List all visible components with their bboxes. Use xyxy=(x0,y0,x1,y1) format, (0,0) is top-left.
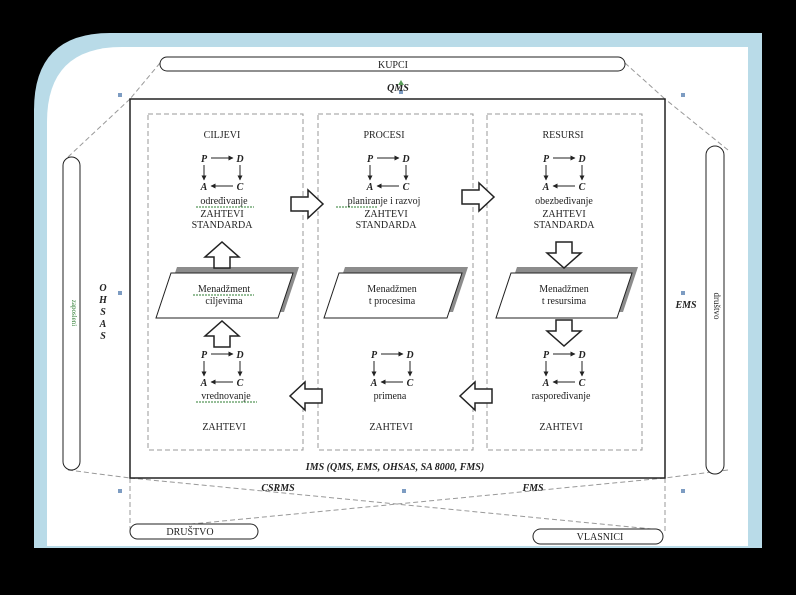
mgmt-ciljevi: Menadžment ciljevima xyxy=(155,267,299,319)
svg-text:C: C xyxy=(237,378,244,389)
step-obezbedjivanje: obezbeđivanje xyxy=(535,196,593,207)
block-arrow-up xyxy=(203,240,241,269)
req-line1-ciljevi: ZAHTEVI xyxy=(200,209,243,220)
right-pill-label: društvo xyxy=(712,293,722,321)
svg-text:P: P xyxy=(201,154,208,165)
svg-text:C: C xyxy=(403,182,410,193)
svg-text:P: P xyxy=(543,350,550,361)
pdca-cycle: P D A C xyxy=(200,350,244,389)
mgmt-resursi-line1: Menadžmen xyxy=(539,284,588,295)
step-primena: primena xyxy=(374,391,407,402)
column-box-resursi xyxy=(486,113,643,451)
step-odredjivanje: određivanje xyxy=(200,196,248,207)
mgmt-procesi-line2: t procesima xyxy=(369,296,416,307)
req-line2-resursi: STANDARDA xyxy=(534,220,596,231)
svg-text:A: A xyxy=(370,378,378,389)
kupci-pill xyxy=(159,56,626,72)
pdca-cycle: P D A C xyxy=(370,350,414,389)
svg-text:P: P xyxy=(367,154,374,165)
ems-label: EMS xyxy=(674,300,697,311)
bottom-req-resursi: ZAHTEVI xyxy=(539,422,582,433)
pdca-cycle: P D A C xyxy=(366,154,410,193)
step-rasporedjivanje: raspoređivanje xyxy=(532,391,591,402)
mgmt-resursi-line2: t resursima xyxy=(542,296,587,307)
req-line1-procesi: ZAHTEVI xyxy=(364,209,407,220)
req-line2-procesi: STANDARDA xyxy=(356,220,418,231)
column-box-procesi xyxy=(317,113,474,451)
ims-label: IMS (QMS, EMS, OHSAS, SA 8000, FMS) xyxy=(305,462,484,473)
svg-text:A: A xyxy=(200,378,208,389)
kupci-label: KUPCI xyxy=(378,60,408,71)
csrms-label: CSRMS xyxy=(261,483,295,494)
block-arrow-down xyxy=(545,319,583,348)
svg-text:S: S xyxy=(100,331,106,342)
svg-text:O: O xyxy=(99,283,106,294)
right-pill xyxy=(705,145,725,475)
pdca-cycle: P D A C xyxy=(542,350,586,389)
fms-label: FMS xyxy=(521,483,544,494)
svg-text:S: S xyxy=(100,307,106,318)
column-title-resursi: RESURSI xyxy=(542,130,583,141)
block-arrow-right xyxy=(290,188,325,220)
selection-handles xyxy=(118,90,685,493)
svg-text:P: P xyxy=(371,350,378,361)
bottom-req-procesi: ZAHTEVI xyxy=(369,422,412,433)
req-line1-resursi: ZAHTEVI xyxy=(542,209,585,220)
pdca-cycle: P D A C xyxy=(542,154,586,193)
vlasnici-pill xyxy=(532,528,664,545)
column-title-ciljevi: CILJEVI xyxy=(204,130,241,141)
ohsas-label: O H S A S xyxy=(98,283,108,342)
column-box-ciljevi xyxy=(147,113,304,451)
mgmt-ciljevi-line1: Menadžment xyxy=(198,284,250,295)
svg-text:D: D xyxy=(401,154,409,165)
svg-text:C: C xyxy=(579,182,586,193)
mgmt-ciljevi-line2: ciljevima xyxy=(205,296,243,307)
svg-text:C: C xyxy=(407,378,414,389)
svg-text:C: C xyxy=(237,182,244,193)
svg-text:H: H xyxy=(98,295,108,306)
bottom-req-ciljevi: ZAHTEVI xyxy=(202,422,245,433)
mgmt-resursi: Menadžmen t resursima xyxy=(495,267,638,319)
svg-text:D: D xyxy=(235,350,243,361)
step-planiranje: planiranje i razvoj xyxy=(348,196,421,207)
vlasnici-label: VLASNICI xyxy=(577,532,624,543)
mgmt-procesi: Menadžmen t procesima xyxy=(323,267,468,319)
svg-text:A: A xyxy=(99,319,107,330)
req-line2-ciljevi: STANDARDA xyxy=(192,220,254,231)
svg-text:A: A xyxy=(542,378,550,389)
svg-text:P: P xyxy=(201,350,208,361)
svg-text:A: A xyxy=(200,182,208,193)
svg-text:D: D xyxy=(405,350,413,361)
svg-text:D: D xyxy=(577,154,585,165)
qms-label: QMS xyxy=(387,83,409,94)
svg-text:A: A xyxy=(542,182,550,193)
svg-text:D: D xyxy=(235,154,243,165)
drustvo-label: DRUŠTVO xyxy=(166,526,213,538)
block-arrow-down xyxy=(545,241,583,270)
left-pill xyxy=(62,156,81,471)
svg-text:C: C xyxy=(579,378,586,389)
step-vrednovanje: vrednovanje xyxy=(201,391,251,402)
block-arrow-left xyxy=(288,380,323,412)
svg-text:D: D xyxy=(577,350,585,361)
pdca-cycle: P D A C xyxy=(200,154,244,193)
mgmt-procesi-line1: Menadžmen xyxy=(367,284,416,295)
svg-text:A: A xyxy=(366,182,374,193)
drustvo-pill xyxy=(129,523,259,540)
svg-text:P: P xyxy=(543,154,550,165)
qms-handle-arrow xyxy=(398,80,404,85)
column-title-procesi: PROCESI xyxy=(363,130,404,141)
block-arrow-right xyxy=(461,181,496,213)
block-arrow-left xyxy=(458,380,493,412)
left-pill-label: zaposleni xyxy=(70,300,78,326)
block-arrow-up xyxy=(203,319,241,348)
